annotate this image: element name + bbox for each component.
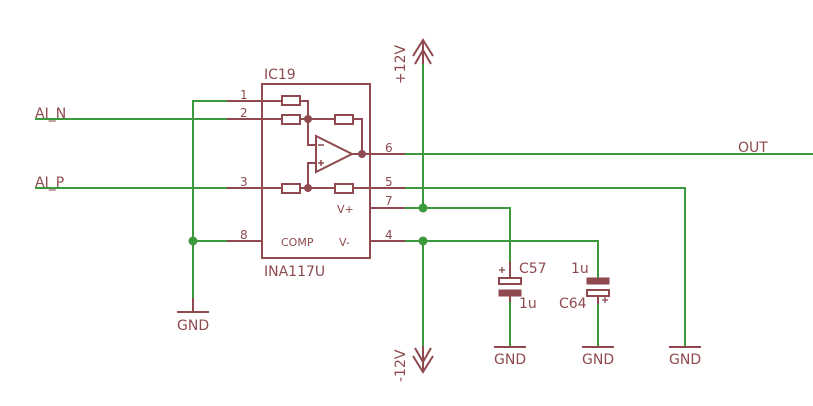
- pin-number: 1: [240, 88, 248, 102]
- internal-node: [304, 184, 312, 192]
- supply-vpos-symbol: +12V: [393, 38, 434, 84]
- resistor-r5: [334, 183, 354, 194]
- supply-vneg-symbol: -12V: [393, 346, 434, 382]
- pin-label-comp: COMP: [281, 236, 314, 249]
- cap-plate-outline: [586, 289, 610, 297]
- resistor-r4: [281, 183, 301, 194]
- pin-number: 3: [240, 175, 248, 189]
- ic-name: IC19: [264, 67, 296, 83]
- gnd-label: GND: [582, 352, 614, 368]
- pin-number: 5: [385, 175, 393, 189]
- gnd-label: GND: [177, 318, 209, 334]
- internal-node: [304, 115, 312, 123]
- gnd-symbol-left: GND: [177, 298, 209, 334]
- cap-plate-outline: [498, 277, 522, 285]
- junctions: [188, 203, 428, 246]
- cap-name: C64: [559, 296, 587, 312]
- resistor-r2: [281, 114, 301, 125]
- gnd-label: GND: [494, 352, 526, 368]
- cap-plate-filled: [586, 277, 610, 285]
- ic19-symbol: IC19 INA117U COMP V+ V- 1 2 3 8 6 5 7 4: [227, 67, 405, 280]
- internal-node: [358, 150, 366, 158]
- wire-pin7-c57: [370, 207, 511, 262]
- net-label-ai-p: AI_P: [35, 175, 64, 191]
- pin-number: 8: [240, 228, 248, 242]
- cap-value: 1u: [519, 296, 537, 312]
- internal-wire: [300, 100, 309, 119]
- pin-number: 7: [385, 194, 393, 208]
- ic-body: [261, 83, 371, 259]
- wire-pin5-gnd: [370, 187, 686, 347]
- wire-gnd-left: [192, 100, 262, 312]
- capacitor-c57: C57 1u: [498, 261, 547, 312]
- internal-wire: [307, 162, 316, 188]
- gnd-symbol-c64: GND: [582, 346, 614, 368]
- junction-dot: [418, 236, 428, 246]
- wire-pin4-c64: [370, 240, 599, 278]
- supply-label-vpos: +12V: [393, 44, 409, 84]
- junction-dot: [418, 203, 428, 213]
- resistor-r1: [281, 95, 301, 106]
- internal-wire: [353, 118, 363, 154]
- resistor-r3: [334, 114, 354, 125]
- opamp-triangle: [315, 134, 355, 174]
- pin-number: 2: [240, 106, 248, 120]
- cap-name: C57: [519, 261, 547, 277]
- pin-number: 6: [385, 141, 393, 155]
- internal-wire: [307, 119, 316, 146]
- cap-value: 1u: [571, 261, 589, 277]
- net-label-ai-n: AI_N: [35, 106, 66, 122]
- pin-number: 4: [385, 228, 393, 242]
- capacitor-c64: 1u C64: [559, 261, 610, 312]
- junction-dot: [188, 236, 198, 246]
- net-label-out: OUT: [738, 140, 768, 156]
- supply-label-vneg: -12V: [393, 349, 409, 382]
- pin-label-vplus: V+: [337, 203, 354, 216]
- gnd-label: GND: [669, 352, 701, 368]
- ic-value: INA117U: [264, 264, 325, 280]
- pin-label-vminus: V-: [339, 236, 350, 249]
- cap-plate-filled: [498, 289, 522, 297]
- gnd-symbol-right: GND: [669, 346, 701, 368]
- gnd-symbol-c57: GND: [494, 346, 526, 368]
